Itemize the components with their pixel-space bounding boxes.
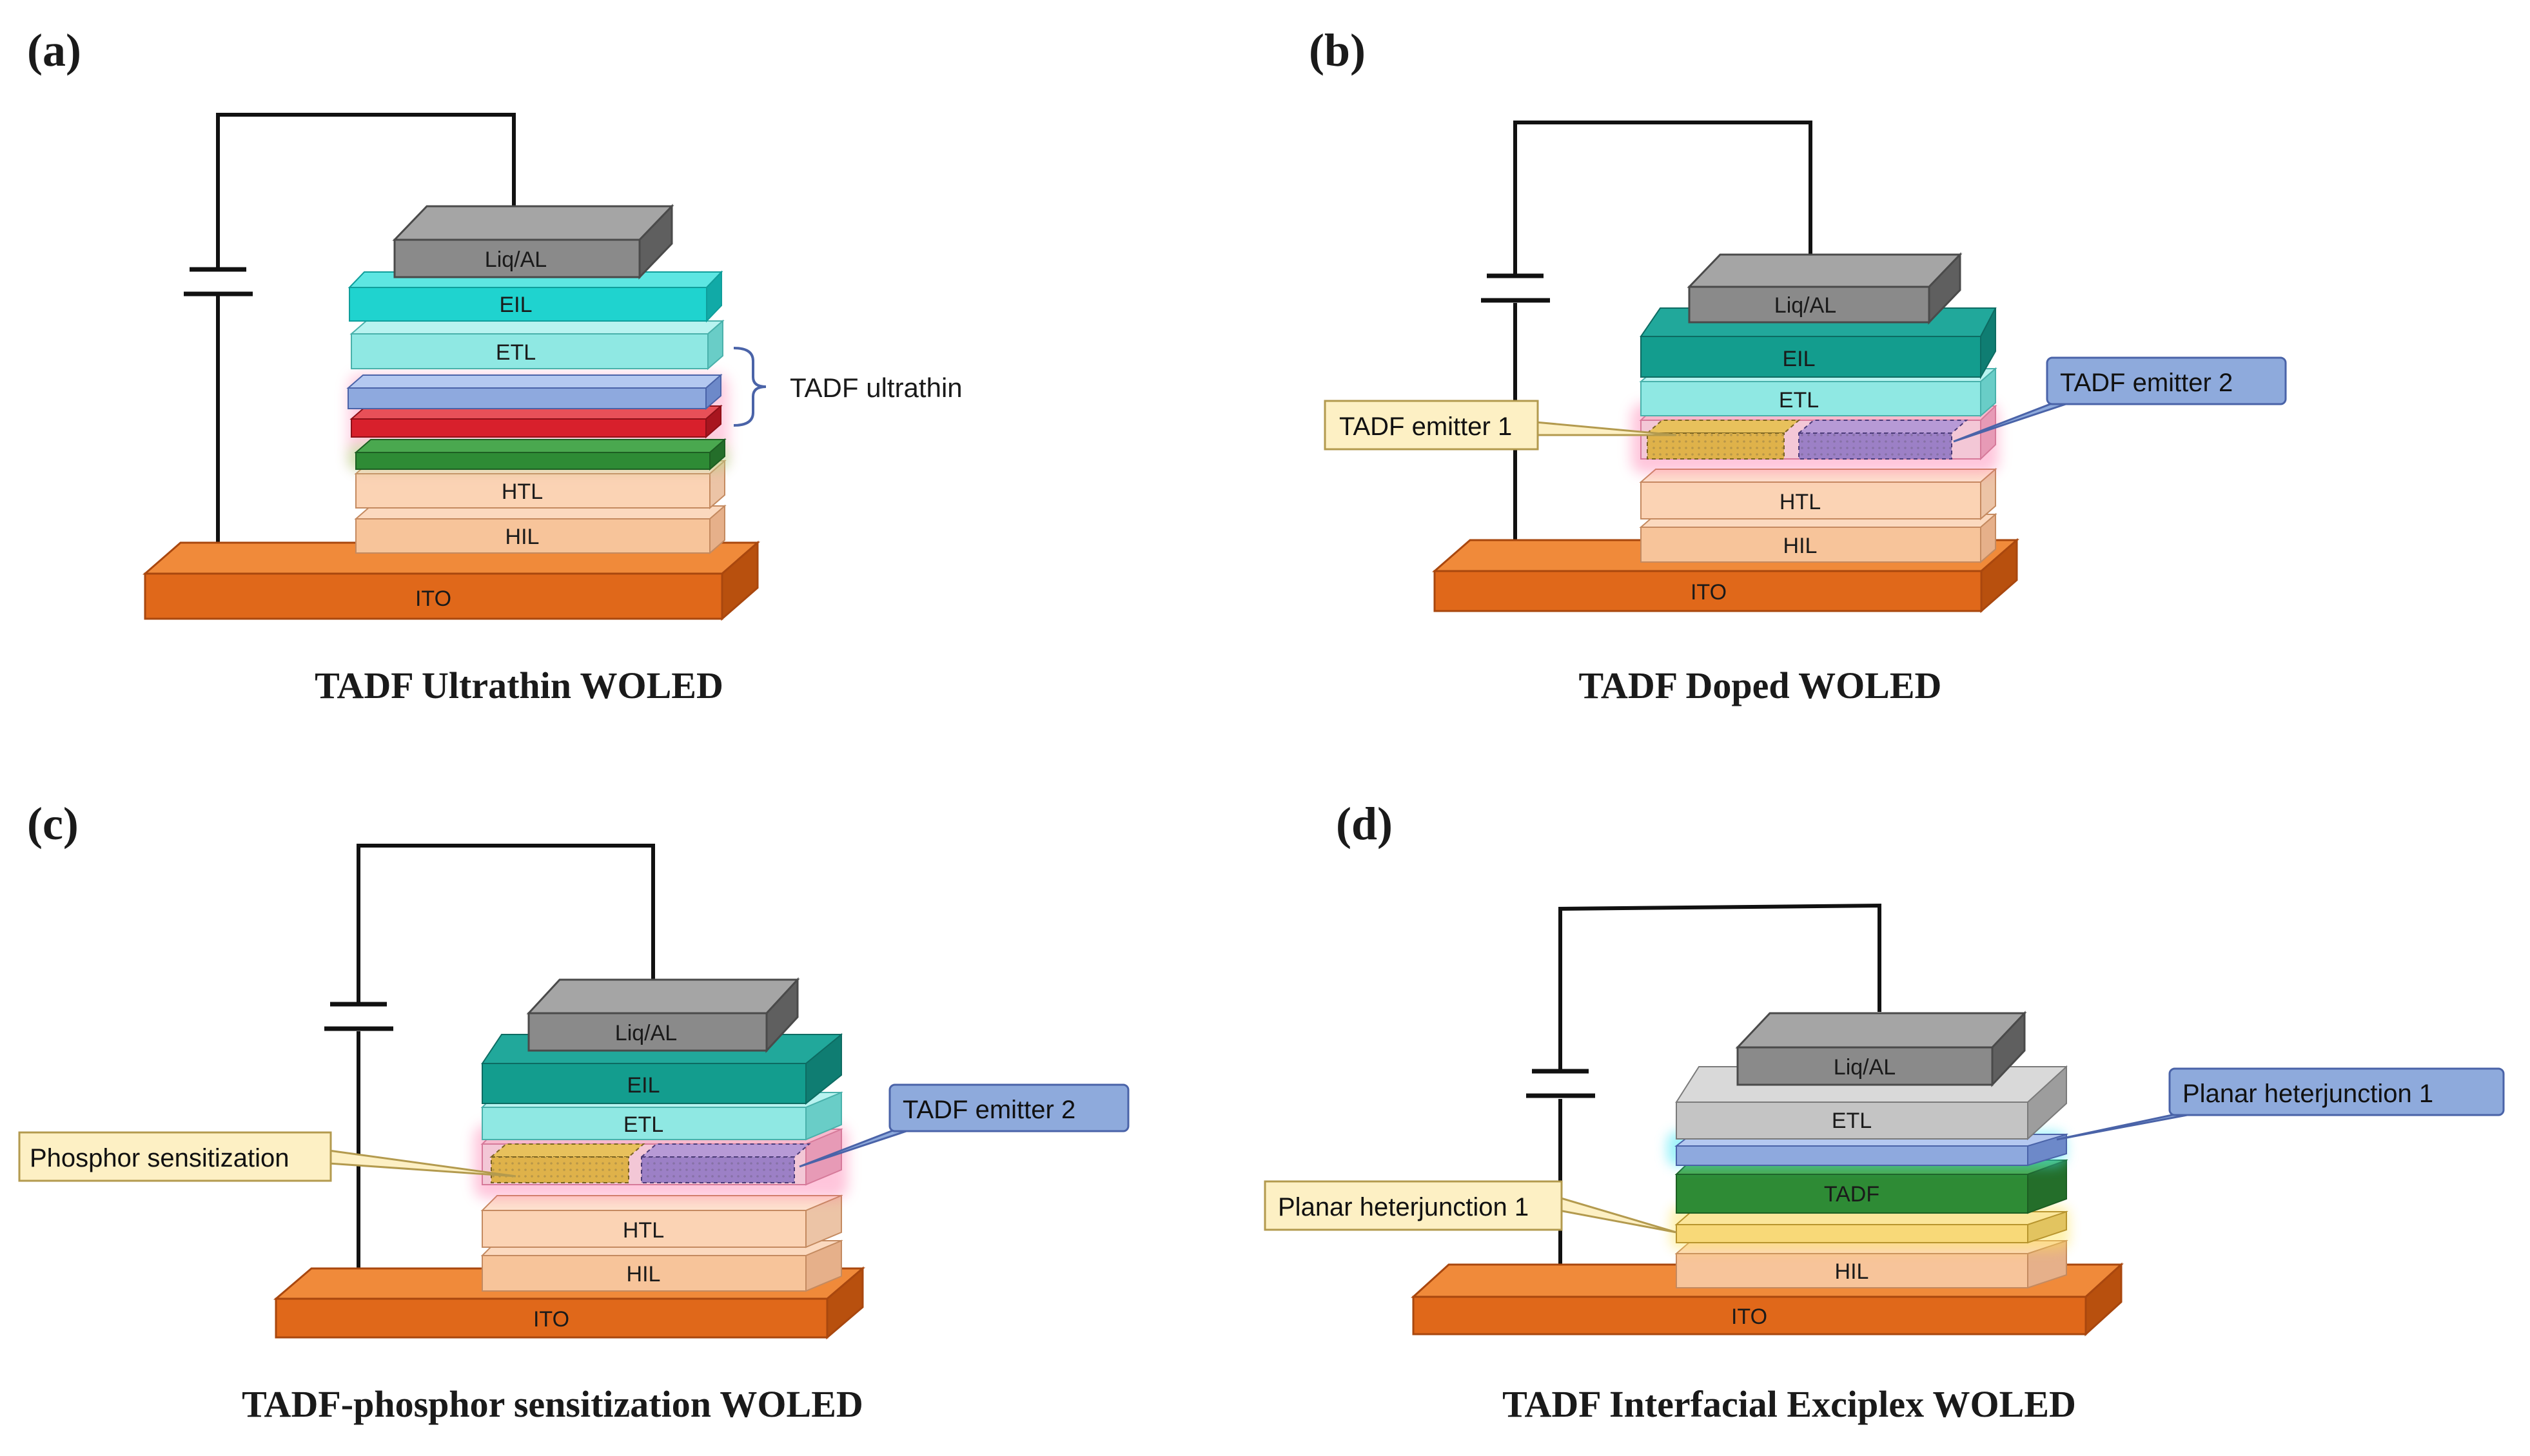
htl-layer-c: HTL	[480, 1194, 843, 1248]
circuit-wire-d-top	[1558, 903, 1881, 1071]
ito-substrate-a: ITO	[142, 540, 760, 621]
hil-layer-b: HIL	[1639, 512, 1997, 564]
etl-label-d: ETL	[1832, 1109, 1872, 1133]
caption-b: TADF Doped WOLED	[1579, 665, 1942, 706]
etl-label-c: ETL	[623, 1112, 663, 1137]
circuit-wire-c-top	[357, 844, 655, 1004]
panel-b: (b) ITO HIL HTL	[1309, 24, 2287, 706]
panel-label-a: (a)	[27, 24, 81, 76]
callout-heterjunction-left-label: Planar heterjunction 1	[1278, 1193, 1529, 1221]
hil-label-d: HIL	[1835, 1259, 1869, 1284]
callout-tadf-emitter-2: TADF emitter 2	[799, 1083, 1130, 1168]
etl-label-b: ETL	[1779, 388, 1819, 413]
tadf-emitter-2-block	[640, 1143, 811, 1183]
eil-layer-a: EIL	[348, 270, 723, 323]
doped-emission-layer-b	[1631, 403, 1999, 474]
hil-label-c: HIL	[627, 1262, 661, 1286]
ultrathin-annotation: TADF ultrathin	[790, 373, 963, 403]
cathode-label-d: Liq/AL	[1834, 1055, 1896, 1080]
callout-tadf-emitter-1: TADF emitter 1	[1324, 400, 1677, 451]
tadf-layer-d: TADF	[1674, 1159, 2068, 1214]
cathode-label-c: Liq/AL	[615, 1021, 677, 1045]
cathode-layer-a: Liq/AL	[392, 204, 674, 280]
callout-tadf-emitter-1-label: TADF emitter 1	[1339, 413, 1512, 441]
caption-d: TADF Interfacial Exciplex WOLED	[1502, 1383, 2076, 1425]
tadf-emitter-2-block	[1797, 420, 1968, 460]
battery-icon	[1526, 1069, 1595, 1098]
ito-substrate-b: ITO	[1432, 538, 2019, 614]
eil-label-c: EIL	[627, 1073, 660, 1098]
htl-layer-b: HTL	[1639, 467, 1997, 521]
hil-label-b: HIL	[1783, 534, 1818, 558]
hil-label-a: HIL	[505, 525, 540, 549]
panel-d: (d) ITO HIL	[1264, 798, 2505, 1425]
panel-c: (c) ITO HIL HTL	[18, 798, 1130, 1425]
ito-label-c: ITO	[533, 1307, 569, 1332]
planar-heterojunction-layer-bottom	[1670, 1205, 2070, 1250]
battery-icon	[324, 1002, 393, 1031]
circuit-wire-a-top	[216, 113, 516, 271]
ito-label-b: ITO	[1691, 580, 1727, 605]
callout-phosphor-sensitization: Phosphor sensitization	[18, 1131, 516, 1182]
cathode-layer-d: Liq/AL	[1735, 1011, 2027, 1087]
eil-label-a: EIL	[499, 293, 532, 317]
tadf-emitter-1-block	[1645, 420, 1801, 460]
cathode-layer-b: Liq/AL	[1687, 252, 1963, 325]
etl-label-a: ETL	[496, 340, 536, 365]
panel-a: (a) ITO HIL HTL	[27, 24, 963, 706]
ito-label-a: ITO	[415, 587, 451, 611]
htl-label-b: HTL	[1780, 490, 1821, 514]
callout-tadf-emitter-2: TADF emitter 2	[1953, 356, 2287, 443]
callout-phosphor-label: Phosphor sensitization	[30, 1144, 289, 1172]
cathode-label-b: Liq/AL	[1774, 293, 1836, 318]
phosphor-sensitizer-block	[489, 1143, 645, 1183]
tadf-label-d: TADF	[1824, 1182, 1879, 1207]
etl-layer-a: ETL	[349, 319, 725, 371]
panel-label-c: (c)	[27, 798, 79, 849]
battery-icon	[184, 267, 253, 296]
panel-label-d: (d)	[1336, 798, 1393, 849]
ultrathin-bracket	[733, 347, 767, 427]
callout-planar-heterjunction-right: Planar heterjunction 1	[2056, 1067, 2505, 1141]
callout-heterjunction-right-label: Planar heterjunction 1	[2182, 1080, 2433, 1108]
ito-label-d: ITO	[1731, 1305, 1767, 1329]
hil-layer-a: HIL	[354, 504, 727, 555]
eil-label-b: EIL	[1782, 347, 1815, 371]
htl-label-a: HTL	[502, 480, 543, 504]
callout-tadf-emitter-2-label: TADF emitter 2	[2060, 369, 2233, 397]
cathode-label-a: Liq/AL	[485, 248, 547, 272]
etl-layer-b: ETL	[1639, 367, 1997, 418]
cathode-layer-c: Liq/AL	[526, 977, 800, 1053]
panel-label-b: (b)	[1309, 24, 1366, 76]
caption-a: TADF Ultrathin WOLED	[315, 665, 723, 706]
caption-c: TADF-phosphor sensitization WOLED	[242, 1383, 863, 1425]
callout-planar-heterjunction-left: Planar heterjunction 1	[1264, 1180, 1677, 1234]
htl-label-c: HTL	[623, 1218, 664, 1243]
battery-icon	[1481, 273, 1550, 303]
circuit-wire-b-top	[1513, 121, 1812, 276]
hil-layer-c: HIL	[480, 1239, 843, 1292]
ultrathin-emitter-stack-a	[346, 373, 729, 471]
callout-tadf-emitter-2-label-c: TADF emitter 2	[903, 1096, 1075, 1124]
